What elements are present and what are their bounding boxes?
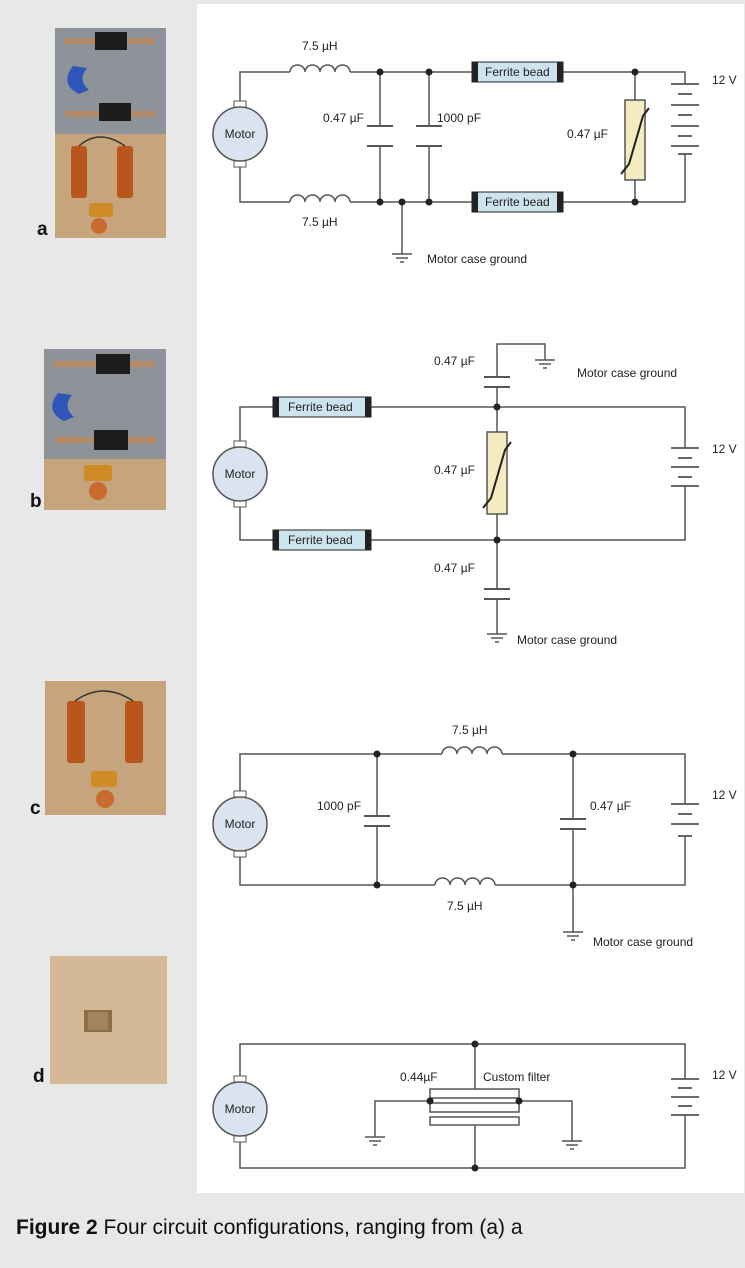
junction-dots-d: [426, 1040, 523, 1172]
battery-d-label: 12 V: [712, 1068, 737, 1082]
motor-d-label: Motor: [225, 1102, 256, 1116]
battery-a: [671, 83, 699, 155]
custom-filter-d: [429, 1088, 520, 1126]
varistor-b: [482, 431, 512, 515]
schematic-panel: 7.5 µH 7.5 µH 0.47 µF 1000 pF Ferrite be…: [197, 4, 744, 1193]
ground-b-top: [534, 359, 556, 369]
ground-d-left: [364, 1136, 386, 1146]
figure-caption-label: Figure 2: [16, 1216, 98, 1239]
ground-a-label: Motor case ground: [427, 252, 527, 266]
capacitor-c-left-label: 1000 pF: [317, 799, 361, 813]
capacitor-b-bottom: [484, 588, 510, 600]
capacitor-c-left: [364, 815, 390, 827]
photo-c: [45, 681, 166, 815]
ground-c-label: Motor case ground: [593, 935, 693, 949]
ferrite-bead-b-top: [272, 396, 372, 418]
motor-c: [212, 790, 268, 858]
inductor-c-top-label: 7.5 µH: [452, 723, 488, 737]
panel-letter-d: d: [33, 1066, 45, 1087]
capacitor-c-right-label: 0.47 µF: [590, 799, 631, 813]
battery-b: [671, 447, 699, 487]
custom-filter-d-label: Custom filter: [483, 1070, 550, 1084]
varistor-b-label: 0.47 µF: [434, 463, 475, 477]
circuit-c: [239, 753, 686, 932]
capacitor-a-large: [416, 125, 442, 147]
motor-a-label: Motor: [225, 127, 256, 141]
ground-b-top-label: Motor case ground: [577, 366, 677, 380]
junction-dots-a: [376, 68, 639, 206]
ferrite-bead-a-top-label: Ferrite bead: [485, 65, 550, 79]
battery-c: [671, 803, 699, 837]
photo-a: [55, 28, 166, 238]
capacitor-c-right: [560, 818, 586, 830]
varistor-a-label: 0.47 µF: [567, 127, 608, 141]
panel-letter-c: c: [30, 798, 41, 819]
motor-c-label: Motor: [225, 817, 256, 831]
motor-a: [212, 100, 268, 168]
inductor-a-top: [289, 64, 351, 73]
circuit-d: [239, 1043, 686, 1169]
motor-d: [212, 1075, 268, 1143]
inductor-a-bottom-label: 7.5 µH: [302, 215, 338, 229]
capacitor-b-top-label: 0.47 µF: [434, 354, 475, 368]
figure-caption-text: Four circuit configurations, ranging fro…: [103, 1216, 523, 1239]
ferrite-bead-a-bottom: [471, 191, 564, 213]
photo-d: [50, 956, 167, 1084]
capacitor-b-bottom-label: 0.47 µF: [434, 561, 475, 575]
capacitor-a-small-label: 0.47 µF: [323, 111, 364, 125]
motor-b: [212, 440, 268, 508]
junction-dots-b: [493, 403, 501, 544]
ferrite-bead-a-bottom-label: Ferrite bead: [485, 195, 550, 209]
ground-a: [391, 253, 413, 263]
motor-b-label: Motor: [225, 467, 256, 481]
ground-b-bottom-label: Motor case ground: [517, 633, 617, 647]
panel-letter-a: a: [37, 219, 48, 240]
inductor-a-top-label: 7.5 µH: [302, 39, 338, 53]
inductor-a-bottom: [289, 194, 351, 203]
ground-b-bottom: [486, 633, 508, 643]
capacitor-a-large-label: 1000 pF: [437, 111, 481, 125]
junction-dots-c: [373, 750, 577, 889]
battery-a-label: 12 V: [712, 73, 737, 87]
varistor-a: [620, 99, 650, 181]
circuit-a: [239, 71, 686, 254]
capacitor-b-top: [484, 376, 510, 388]
ferrite-bead-a-top: [471, 61, 564, 83]
inductor-c-top: [441, 746, 503, 755]
ground-c: [562, 931, 584, 941]
figure-caption: Figure 2 Four circuit configurations, ra…: [16, 1216, 523, 1240]
photo-b: [44, 349, 166, 510]
ferrite-bead-b-bottom: [272, 529, 372, 551]
battery-c-label: 12 V: [712, 788, 737, 802]
capacitor-d-label: 0.44µF: [400, 1070, 438, 1084]
ferrite-bead-b-bottom-label: Ferrite bead: [288, 533, 353, 547]
battery-b-label: 12 V: [712, 442, 737, 456]
ferrite-bead-b-top-label: Ferrite bead: [288, 400, 353, 414]
circuit-b: [239, 343, 686, 634]
inductor-c-bottom: [434, 877, 496, 886]
inductor-c-bottom-label: 7.5 µH: [447, 899, 483, 913]
capacitor-a-small: [367, 125, 393, 147]
panel-letter-b: b: [30, 491, 42, 512]
battery-d: [671, 1078, 699, 1116]
ground-d-right: [561, 1140, 583, 1150]
